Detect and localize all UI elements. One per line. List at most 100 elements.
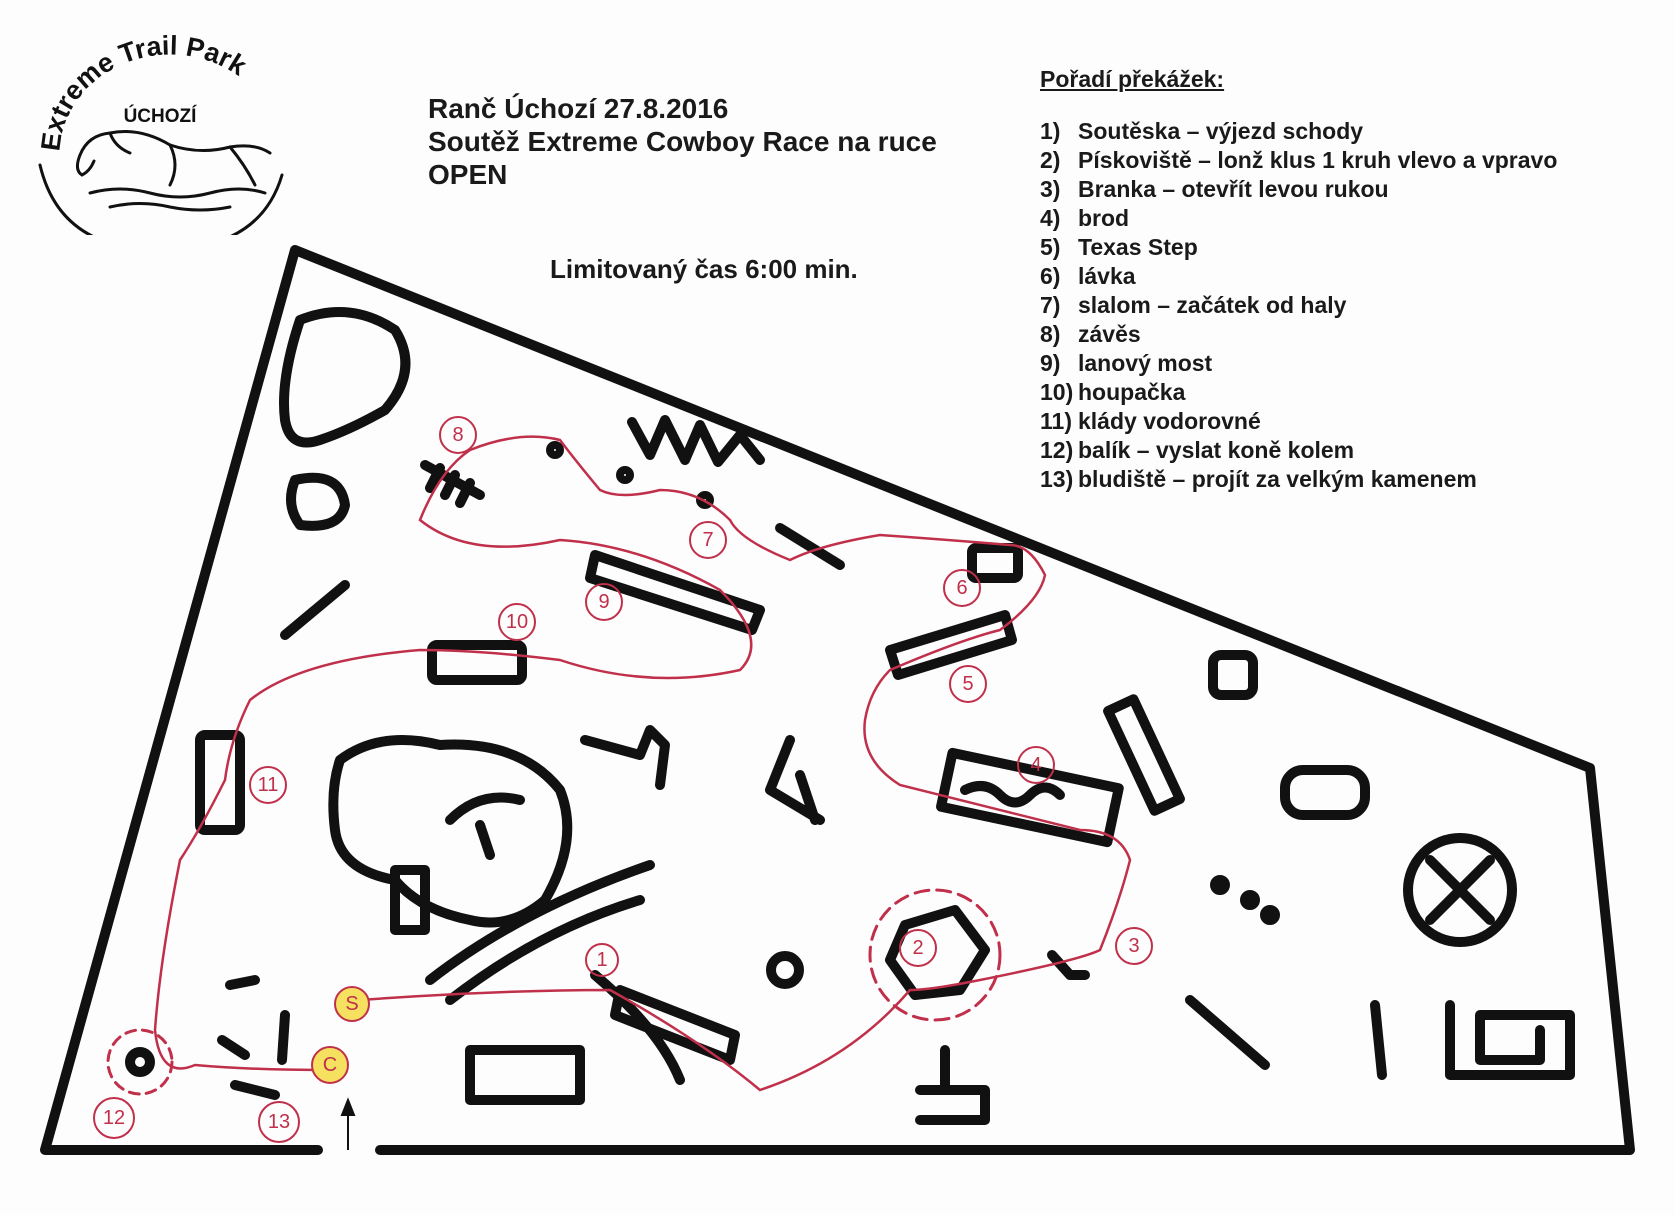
marker-2-circle <box>899 929 937 967</box>
course-route <box>153 435 1132 1092</box>
diagonal-bar <box>1185 995 1270 1070</box>
stone-obstacle <box>766 951 804 989</box>
footbridge-obstacle <box>967 543 1023 583</box>
slalom-bar <box>775 523 845 570</box>
bar-obstacle <box>280 580 350 640</box>
legend-item-text: bludiště – projít za velkým kamenem <box>1078 466 1477 492</box>
marker-10-circle <box>498 603 536 641</box>
block-obstacle <box>390 865 430 935</box>
legend-item-number: 6) <box>1040 263 1061 289</box>
legend-item: 9) lanový most <box>1040 349 1557 378</box>
arena-boundary <box>40 245 1635 1155</box>
marker-7-circle <box>689 521 727 559</box>
marker-1-circle <box>585 943 619 977</box>
horse-icon <box>38 130 284 235</box>
legend-item-number: 12) <box>1040 437 1074 463</box>
legend-item: 8) závěs <box>1040 320 1557 349</box>
marker-6-circle <box>943 569 981 607</box>
marker-4: 4 <box>1030 754 1041 776</box>
marker-13-circle <box>258 1101 300 1143</box>
marker-7: 7 <box>702 529 713 551</box>
marker-11: 11 <box>258 774 279 796</box>
bale-obstacle <box>125 1047 155 1077</box>
logs-obstacle <box>195 730 245 835</box>
legend-item-number: 2) <box>1040 147 1061 173</box>
legend-item-text: Texas Step <box>1078 234 1198 260</box>
rounded-obstacle <box>1280 765 1370 820</box>
marker-12: 12 <box>103 1107 125 1129</box>
legend-item-number: 13) <box>1040 466 1074 492</box>
marker-9-circle <box>585 583 623 621</box>
legend-item-number: 9) <box>1040 350 1061 376</box>
legend-item: 4)brod <box>1040 204 1557 233</box>
legend-item: 12)balík – vyslat koně kolem <box>1040 436 1557 465</box>
marker-5-circle <box>949 665 987 703</box>
marker-9: 9 <box>598 591 609 613</box>
legend-item-number: 3) <box>1040 176 1061 202</box>
legend-item: 5) Texas Step <box>1040 233 1557 262</box>
legend-item-text: Soutěska – výjezd schody <box>1078 118 1364 144</box>
gate-obstacle <box>1047 950 1090 980</box>
finish-label: C <box>323 1054 337 1076</box>
route-path <box>153 435 1132 1092</box>
obstacle-marker-labels: 1 2 3 4 5 6 7 8 9 10 11 12 13 <box>103 424 1140 1133</box>
marker-5: 5 <box>962 673 973 695</box>
event-competition-name: Soutěž Extreme Cowboy Race na ruce <box>428 126 937 157</box>
zigzag-obstacle <box>627 415 765 467</box>
labyrinth-obstacle <box>217 975 290 1100</box>
finish-marker: C <box>311 1046 349 1084</box>
legend-item: 13)bludiště – projít za velkým kamenem <box>1040 465 1557 494</box>
logo-subtitle: ÚCHOZÍ <box>124 105 198 127</box>
box-obstacle <box>465 1045 585 1105</box>
legend-item-number: 10) <box>1040 379 1074 405</box>
tree-blob <box>279 307 411 448</box>
legend-item-text: Branka – otevřít levou rukou <box>1078 176 1389 202</box>
marker-12-circle <box>93 1097 135 1139</box>
event-category: OPEN <box>428 159 508 190</box>
start-marker: S <box>334 986 370 1022</box>
legend-item-text: balík – vyslat koně kolem <box>1078 437 1355 463</box>
marker-8-circle <box>439 416 477 454</box>
legend-item: 7)slalom – začátek od haly <box>1040 291 1557 320</box>
legend-item: 2) Pískoviště – lonž klus 1 kruh vlevo a … <box>1040 146 1557 175</box>
legend-item-number: 7) <box>1040 292 1061 318</box>
square-obstacle <box>1208 650 1258 700</box>
t-obstacle <box>915 1045 990 1125</box>
event-header: Ranč Úchozí 27.8.2016 Soutěž Extreme Cow… <box>428 92 937 191</box>
marker-2: 2 <box>912 937 923 959</box>
obstacle-markers <box>93 416 1153 1143</box>
marker-3: 3 <box>1128 935 1139 957</box>
time-limit: Limitovaný čas 6:00 min. <box>550 254 858 284</box>
legend-item-text: lanový most <box>1078 350 1213 376</box>
legend-item-text: brod <box>1078 205 1130 231</box>
legend-item-text: Pískoviště – lonž klus 1 kruh vlevo a vp… <box>1078 147 1558 173</box>
legend-item: 11)klády vodorovné <box>1040 407 1557 436</box>
legend-list: 1) Soutěska – výjezd schody 2) Pískoviště … <box>1040 117 1557 494</box>
entrance-arrow <box>340 1097 356 1150</box>
event-venue-date: Ranč Úchozí 27.8.2016 <box>428 93 729 124</box>
legend-item-number: 1) <box>1040 118 1061 144</box>
legend-title: Pořadí překážek: <box>1040 66 1225 92</box>
sandpit-circle <box>868 888 1002 1022</box>
marker-10: 10 <box>506 611 528 633</box>
gorge-obstacle <box>425 860 655 1005</box>
pond-blob <box>328 735 573 928</box>
legend-item: 3) Branka – otevřít levou rukou <box>1040 175 1557 204</box>
marker-1: 1 <box>596 949 607 971</box>
round-maze-obstacle <box>1403 833 1517 947</box>
legend-item-number: 8) <box>1040 321 1061 347</box>
legend-item-number: 5) <box>1040 234 1061 260</box>
legend-item: 1) Soutěska – výjezd schody <box>1040 117 1557 146</box>
chevron-obstacle <box>765 735 825 825</box>
rope-bridge-obstacle <box>585 550 765 635</box>
legend-item-text: závěs <box>1078 321 1141 347</box>
legend-item-number: 11) <box>1040 408 1072 434</box>
obstacles <box>106 307 1575 1125</box>
seesaw-obstacle <box>427 640 527 685</box>
sandpit-obstacle <box>885 905 990 1000</box>
legend-item-text: houpačka <box>1078 379 1186 405</box>
obstacle-order-legend: Pořadí překážek: 1) Soutěska – výjezd sch… <box>1040 66 1557 494</box>
l-obstacle <box>580 725 670 790</box>
legend-item-text: klády vodorovné <box>1078 408 1261 434</box>
